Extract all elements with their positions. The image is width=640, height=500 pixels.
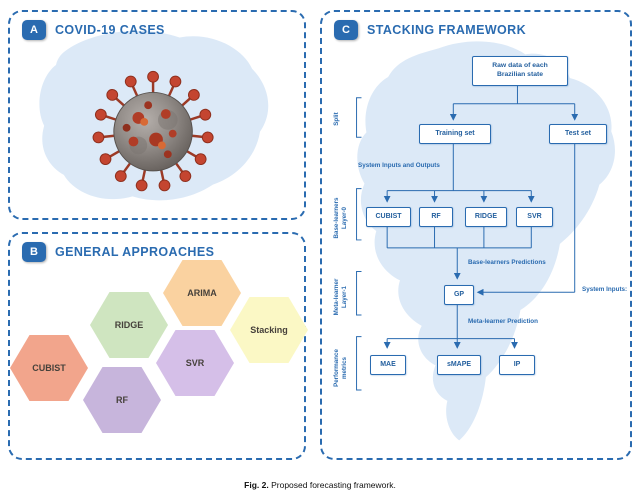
hexagon-arima-label: ARIMA: [187, 288, 217, 298]
panel-c-badge: C: [334, 20, 358, 40]
node-raw-data: Raw data of each Brazilian state: [472, 56, 568, 86]
brazil-map-silhouette: [357, 41, 615, 441]
hexagon-arima: ARIMA: [163, 260, 241, 326]
label-system-inputs-outputs: System Inputs and Outputs: [358, 162, 440, 169]
label-performance-metrics-line2: metrics: [340, 357, 348, 380]
hexagon-rf: RF: [83, 367, 161, 433]
hexagon-ridge-label: RIDGE: [114, 320, 144, 330]
label-meta-learner-prediction: Meta-learner Prediction: [468, 318, 538, 325]
bracket-meta-learner: [356, 271, 362, 316]
hexagon-ridge: RIDGE: [90, 292, 168, 358]
hexagon-rf-label: RF: [116, 395, 128, 405]
panel-covid-cases: A COVID-19 CASES: [8, 10, 306, 220]
panel-b-badge: B: [22, 242, 46, 262]
hexagon-stacking-label: Stacking: [250, 325, 288, 335]
node-cubist: CUBIST: [366, 207, 411, 227]
panel-a-badge: A: [22, 20, 46, 40]
bracket-split: [356, 97, 362, 138]
node-test-set: Test set: [549, 124, 607, 144]
node-ip: IP: [499, 355, 535, 375]
raw-data-line2: Brazilian state: [496, 71, 544, 78]
figure-caption: Fig. 2. Proposed forecasting framework.: [0, 480, 640, 490]
panel-stacking-framework: C STACKING FRAMEWORK: [320, 10, 632, 460]
panel-b-header: B GENERAL APPROACHES: [22, 242, 214, 262]
label-performance-metrics-line1: Performance: [333, 349, 340, 387]
bracket-base-learners: [356, 188, 362, 241]
panel-a-title: COVID-19 CASES: [55, 23, 165, 37]
label-meta-learner-layer1: Meta-learner Layer-1: [333, 267, 351, 327]
node-training-set: Training set: [419, 124, 491, 144]
bracket-performance: [356, 336, 362, 391]
node-ridge: RIDGE: [465, 207, 507, 227]
node-rf: RF: [419, 207, 453, 227]
label-base-learners-layer0-line2: Layer-0: [340, 207, 348, 230]
node-smape: sMAPE: [437, 355, 481, 375]
panel-a-header: A COVID-19 CASES: [22, 20, 165, 40]
label-split: Split: [333, 112, 340, 126]
panel-c-header: C STACKING FRAMEWORK: [334, 20, 526, 40]
raw-data-line1: Raw data of each: [492, 62, 548, 70]
hexagon-cubist-label: CUBIST: [32, 363, 66, 373]
label-meta-learner-layer1-line1: Meta-learner: [333, 278, 340, 316]
hexagon-stacking: Stacking: [230, 297, 308, 363]
label-performance-metrics: Performance metrics: [333, 338, 351, 398]
caption-label: Fig. 2.: [244, 480, 269, 490]
coronavirus-illustration: [91, 70, 215, 194]
label-base-learners-predictions: Base-learners Predictions: [468, 259, 546, 266]
label-system-inputs: System Inputs:: [582, 286, 628, 293]
panel-b-title: GENERAL APPROACHES: [55, 245, 215, 259]
node-mae: MAE: [370, 355, 406, 375]
caption-text: Proposed forecasting framework.: [271, 480, 396, 490]
panel-a-graphic: [39, 30, 269, 201]
label-meta-learner-layer1-line2: Layer-1: [340, 286, 348, 309]
panel-c-title: STACKING FRAMEWORK: [367, 23, 527, 37]
label-base-learners-layer0: Base-learners Layer-0: [333, 188, 351, 248]
node-svr: SVR: [516, 207, 553, 227]
panel-general-approaches: B GENERAL APPROACHES CUBIST RIDGE ARIMA …: [8, 232, 308, 460]
label-base-learners-layer0-line1: Base-learners: [333, 197, 340, 239]
node-gp: GP: [444, 285, 474, 305]
hexagon-svr: SVR: [156, 330, 234, 396]
hexagon-svr-label: SVR: [185, 358, 205, 368]
hexagon-cubist: CUBIST: [10, 335, 88, 401]
